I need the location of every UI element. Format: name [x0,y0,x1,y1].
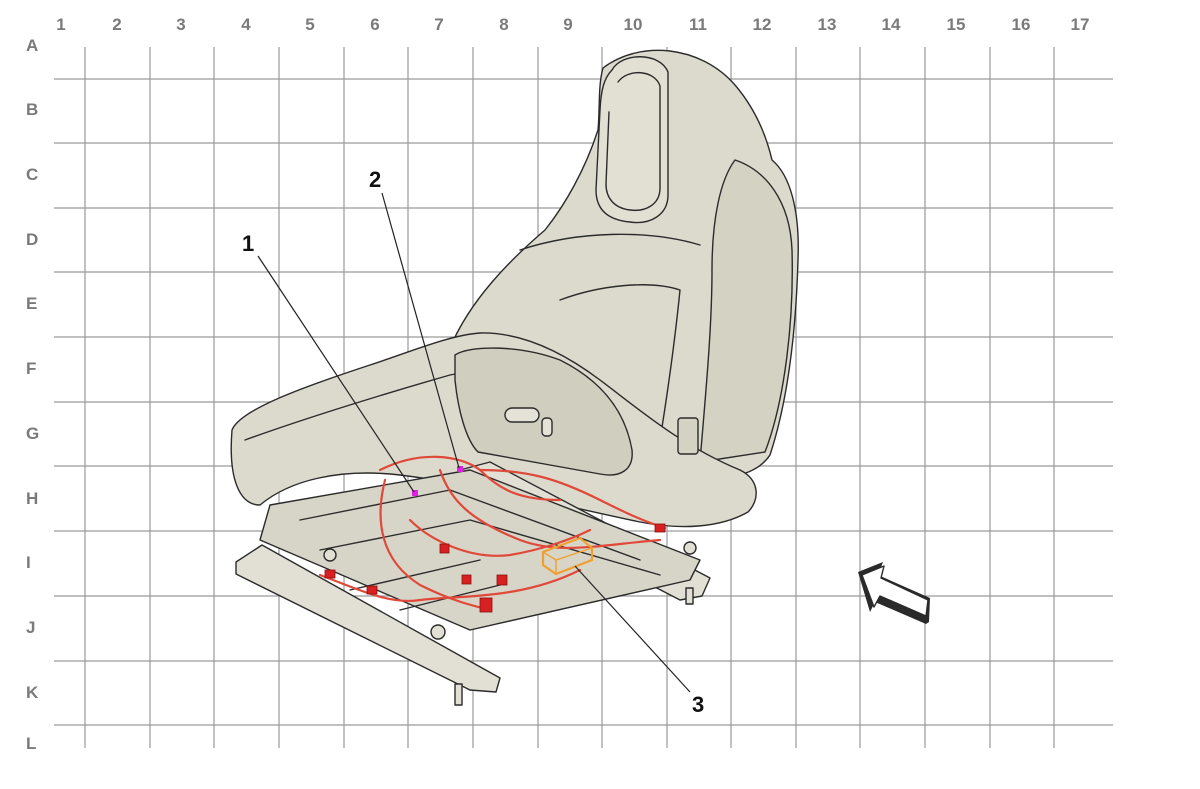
grid-column-label: 10 [623,15,643,34]
grid-column-label: 1 [56,15,66,34]
grid-column-label: 14 [881,15,901,34]
grid-column-label: 11 [689,15,707,34]
grid-row-label: L [26,734,37,753]
grid-column-label: 3 [176,15,186,34]
harness-connectors [324,523,666,613]
grid-column-label: 6 [370,15,380,34]
leader-lines [257,192,691,693]
seat-frame-cross [259,469,701,631]
grid-row-label: H [26,489,39,508]
mount-bolt [430,624,446,640]
leader-line-1 [257,255,415,493]
recline-switch [504,407,540,423]
grid-row-label: J [26,618,36,637]
grid-column-label: 5 [305,15,315,34]
headrest [595,56,669,224]
grid-column-label: 9 [563,15,573,34]
mount-stud [685,587,694,605]
grid-column-label: 17 [1070,15,1090,34]
seat-track-left [235,544,501,693]
pin-marker [457,466,463,472]
seatbelt-buckle [677,417,699,455]
direction-arrow-icon [858,562,930,624]
grid-row-label: E [26,294,38,313]
grid-column-label: 4 [241,15,251,34]
adjust-switch [541,417,553,437]
grid-column-label: 2 [112,15,122,34]
grid-row-label: D [26,230,39,249]
mount-bolt [323,548,337,562]
grid-row-label: B [26,100,39,119]
grid-row-label: K [26,683,39,702]
grid-row-label: I [26,553,31,572]
callout-3: 3 [692,692,705,717]
seat-back-seam [519,233,701,251]
callout-1: 1 [242,231,255,256]
wiring-harness [318,455,667,612]
headrest-inner [605,72,661,212]
grid-column-label: 15 [946,15,966,34]
mount-bolt [683,541,697,555]
grid-column-label: 8 [499,15,509,34]
seat-illustration [230,49,799,706]
grid-column-label: 7 [434,15,444,34]
leader-line-2 [381,192,460,469]
seat-back-bolster [699,159,793,463]
pin-marker [412,490,418,496]
grid-row-label: G [26,424,40,443]
grid-column-label: 12 [752,15,772,34]
leader-line-3 [574,565,691,693]
callout-2: 2 [369,167,382,192]
grid-row-label: F [26,359,37,378]
grid-row-label: C [26,165,39,184]
mount-stud [454,683,463,706]
seat-back-panel [559,284,681,441]
grid-column-label: 13 [817,15,837,34]
grid-row-label: A [26,36,39,55]
grid-column-label: 16 [1011,15,1031,34]
control-module [541,536,594,576]
seat-side-trim [454,347,633,476]
